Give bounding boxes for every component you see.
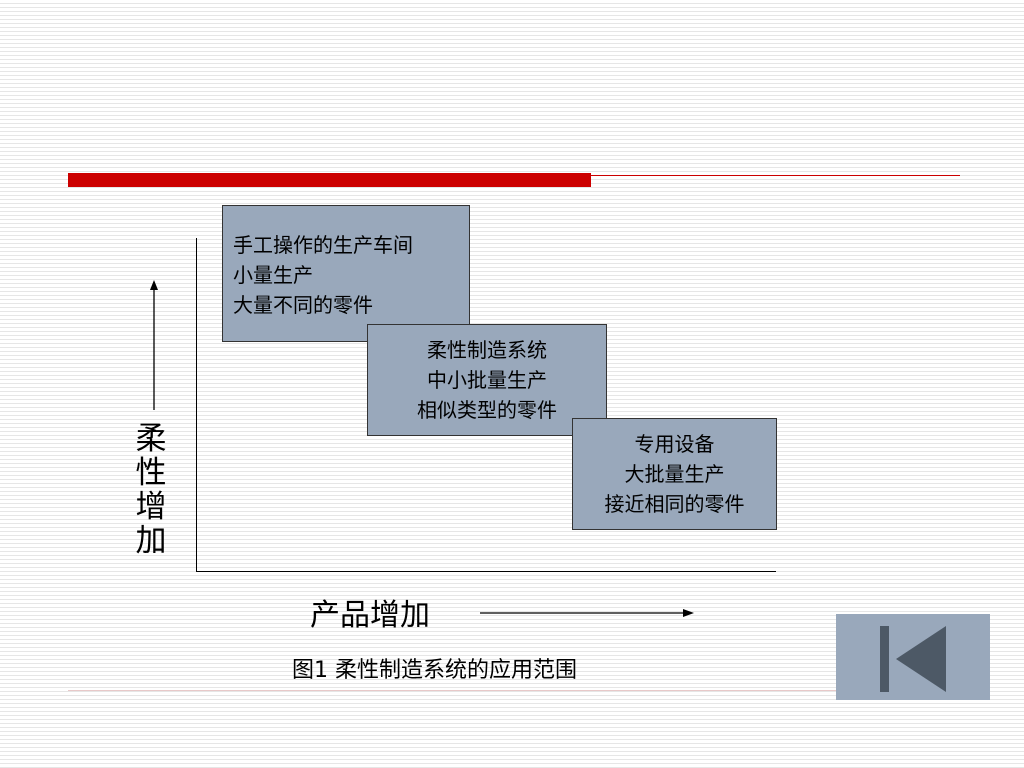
up-arrow-icon bbox=[150, 280, 158, 410]
y-axis-char: 增 bbox=[135, 489, 167, 525]
right-arrow-icon bbox=[480, 609, 694, 617]
y-axis-char: 柔 bbox=[135, 421, 167, 457]
x-axis-label: 产品增加 bbox=[310, 598, 430, 633]
fms-box: 柔性制造系统 中小批量生产 相似类型的零件 bbox=[367, 324, 607, 436]
box-line: 接近相同的零件 bbox=[604, 492, 745, 516]
manual-workshop-box: 手工操作的生产车间 小量生产 大量不同的零件 bbox=[222, 205, 470, 342]
box-line: 柔性制造系统 bbox=[427, 338, 547, 362]
y-axis-char: 性 bbox=[135, 455, 167, 491]
box-line: 中小批量生产 bbox=[427, 368, 547, 392]
box-line: 相似类型的零件 bbox=[417, 398, 557, 422]
header-red-bar bbox=[68, 173, 591, 187]
figure-caption: 图1 柔性制造系统的应用范围 bbox=[292, 658, 577, 683]
box-line: 大批量生产 bbox=[624, 462, 725, 486]
y-axis-char: 加 bbox=[135, 523, 167, 559]
box-line: 专用设备 bbox=[634, 432, 715, 456]
box-line: 手工操作的生产车间 bbox=[233, 233, 413, 257]
y-axis-label: 柔 性 增 加 bbox=[131, 422, 171, 558]
dedicated-equipment-box: 专用设备 大批量生产 接近相同的零件 bbox=[572, 418, 777, 530]
x-axis-line bbox=[196, 571, 776, 572]
footer-rule bbox=[68, 690, 838, 691]
skip-back-icon bbox=[880, 626, 946, 692]
box-line: 大量不同的零件 bbox=[233, 293, 373, 317]
first-slide-button[interactable] bbox=[836, 614, 990, 700]
header-red-line bbox=[591, 175, 960, 176]
y-axis-line bbox=[196, 238, 197, 572]
box-line: 小量生产 bbox=[233, 263, 313, 287]
